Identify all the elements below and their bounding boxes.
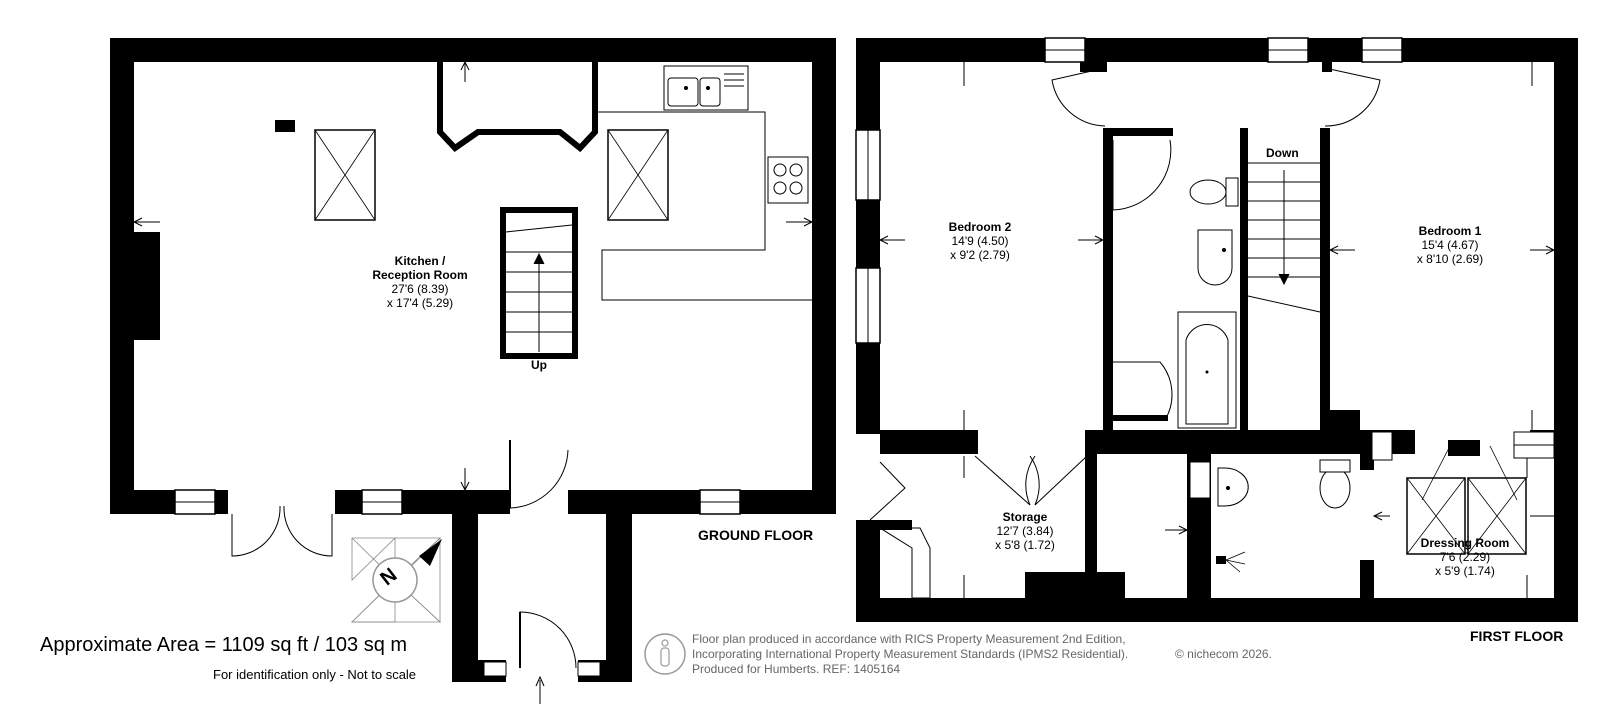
kitchen-name: Kitchen / [394,254,446,268]
bedroom2-name: Bedroom 2 [948,220,1012,234]
stairs-down-label: Down [1266,146,1299,160]
bedroom2-dim1: 14'9 (4.50) [951,234,1009,248]
dressing-room-label: Dressing Room 7'6 (2.29) x 5'9 (1.74) [1405,536,1525,578]
ground-floor-plan [110,38,836,704]
bedroom2-dim2: x 9'2 (2.79) [950,248,1010,262]
measurement-credit: Floor plan produced in accordance with R… [692,632,1128,677]
compass-icon [351,537,442,623]
credit-line-1: Floor plan produced in accordance with R… [692,632,1126,646]
storage-label: Storage 12'7 (3.84) x 5'8 (1.72) [970,510,1080,552]
bedroom1-dim2: x 8'10 (2.69) [1416,252,1484,266]
first-floor-label: FIRST FLOOR [1470,628,1564,644]
kitchen-label: Kitchen / Reception Room 27'6 (8.39) x 1… [355,254,485,310]
dressing-room-dim1: 7'6 (2.29) [1439,550,1491,564]
bedroom1-name: Bedroom 1 [1418,224,1482,238]
stairs-up-label: Up [531,358,547,372]
identification-note: For identification only - Not to scale [213,667,417,682]
ground-floor-label: GROUND FLOOR [698,527,814,543]
person-measure-icon [644,633,686,675]
kitchen-name-line2: Reception Room [372,268,468,282]
bedroom1-label: Bedroom 1 15'4 (4.67) x 8'10 (2.69) [1395,224,1505,266]
bedroom1-dim1: 15'4 (4.67) [1421,238,1479,252]
bedroom2-label: Bedroom 2 14'9 (4.50) x 9'2 (2.79) [925,220,1035,262]
dressing-room-dim2: x 5'9 (1.74) [1435,564,1495,578]
kitchen-dim2: x 17'4 (5.29) [386,296,454,310]
storage-dim1: 12'7 (3.84) [996,524,1054,538]
credit-line-3: Produced for Humberts. REF: 1405164 [692,662,901,676]
first-floor-plan [855,37,1578,622]
storage-dim2: x 5'8 (1.72) [995,538,1055,552]
dressing-room-name: Dressing Room [1420,536,1510,550]
credit-line-2: Incorporating International Property Mea… [692,647,1129,661]
storage-name: Storage [1002,510,1048,524]
approximate-area: Approximate Area = 1109 sq ft / 103 sq m [40,634,408,656]
copyright: © nichecom 2026. [1175,647,1272,661]
kitchen-dim1: 27'6 (8.39) [391,282,449,296]
